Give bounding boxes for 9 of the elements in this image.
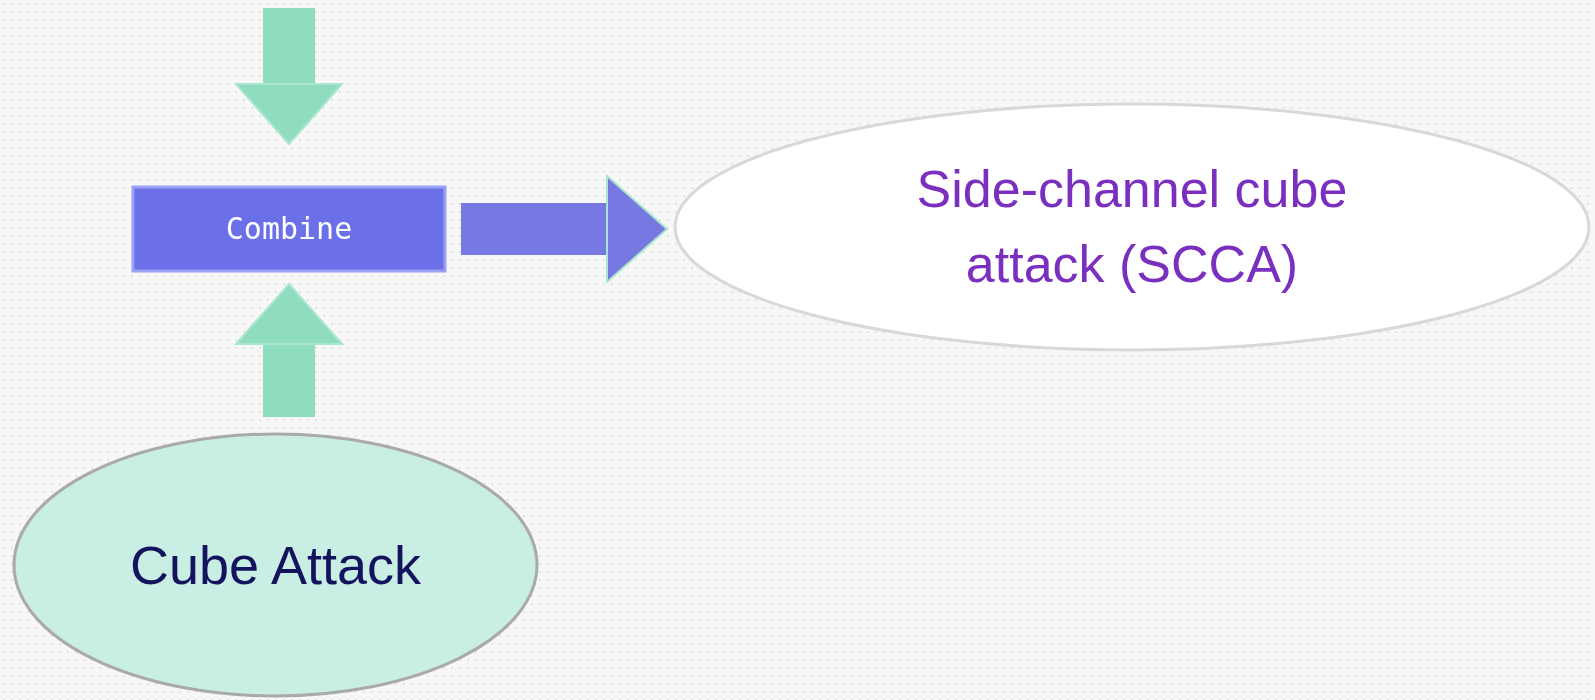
input-ellipse xyxy=(12,432,539,698)
process-label: Combine xyxy=(224,210,354,249)
block-arrow xyxy=(235,8,343,145)
block-arrow xyxy=(461,175,668,283)
result-ellipse xyxy=(673,102,1591,352)
ellipse-label: Cube Attack xyxy=(128,533,423,597)
process-box xyxy=(132,186,446,272)
block-arrow xyxy=(235,283,343,417)
ellipse-label: Side-channel cube attack (SCCA) xyxy=(915,158,1349,295)
